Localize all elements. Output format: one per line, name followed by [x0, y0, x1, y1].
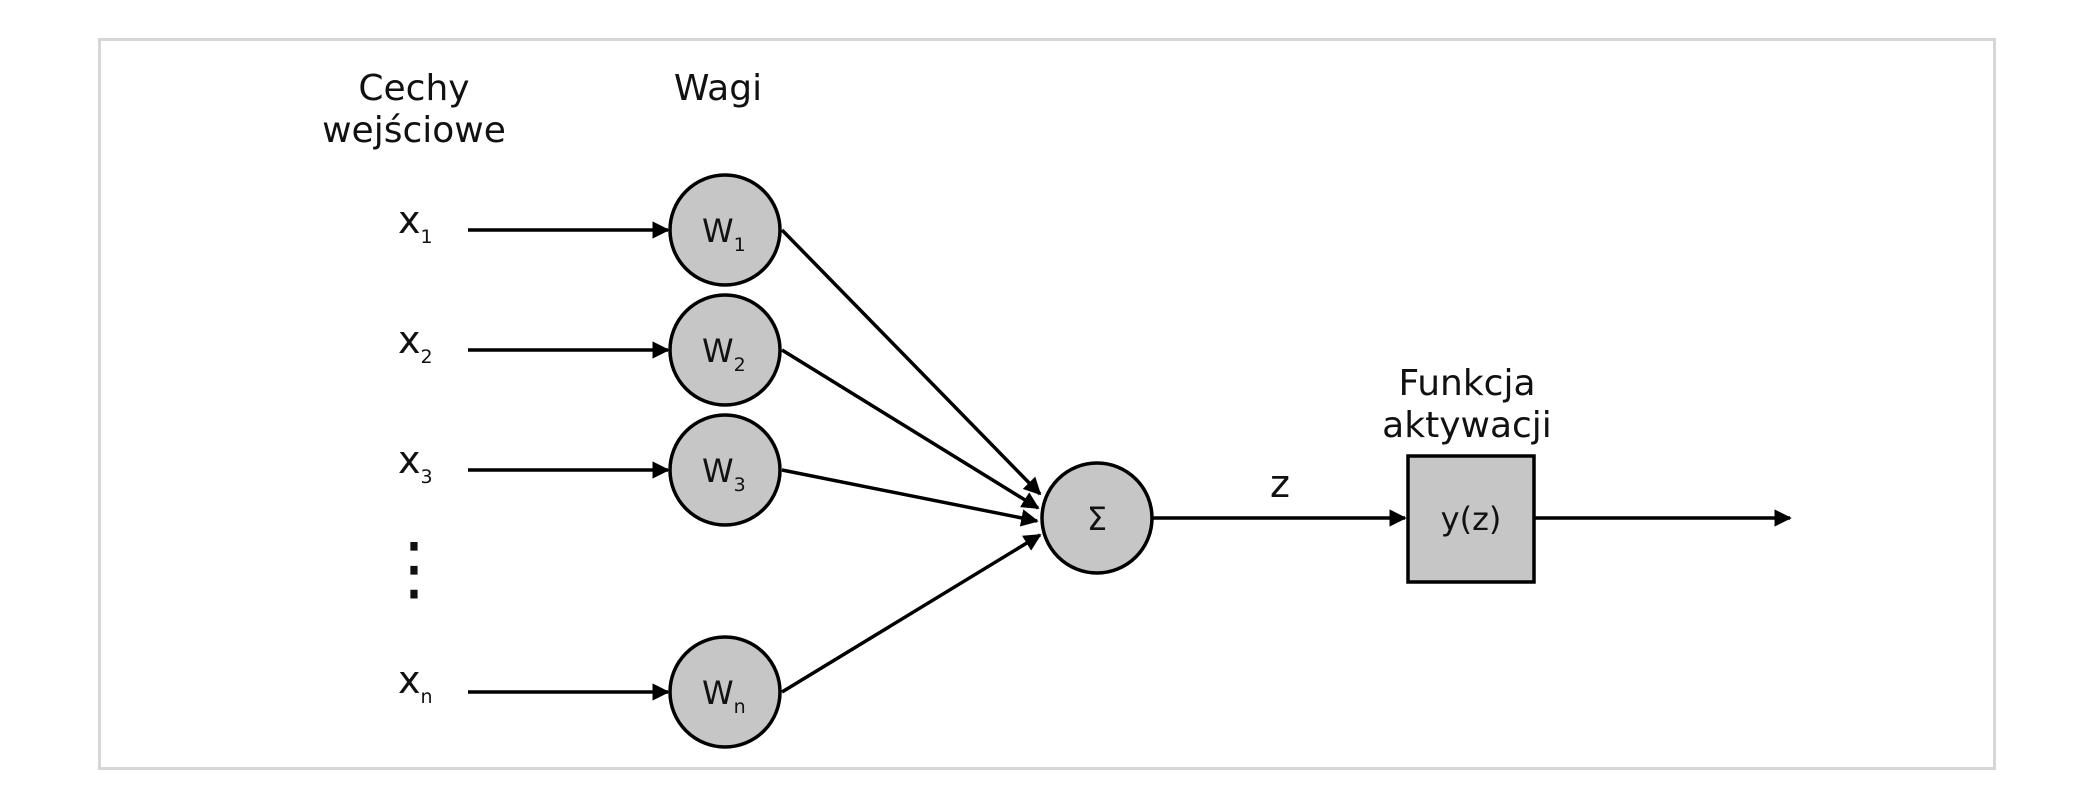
weight-node-w2: W2: [668, 293, 782, 407]
input-x1-sub: 1: [421, 226, 433, 248]
sum-symbol: Σ: [1087, 500, 1107, 538]
header-weights: Wagi: [674, 68, 762, 109]
sum-node: Σ: [1040, 461, 1154, 575]
w2-base: W: [702, 332, 734, 370]
input-ellipsis: ⋮: [379, 527, 449, 609]
wn-sub: n: [734, 696, 746, 718]
svg-text:Wn: Wn: [702, 674, 746, 718]
edge-w1-to-sum: [780, 228, 1042, 496]
activation-box: y(z): [1406, 454, 1536, 584]
edge-wn-to-sum: [781, 533, 1042, 694]
weight-node-wn: Wn: [668, 635, 782, 749]
activation-label: y(z): [1441, 500, 1502, 538]
input-x3-sub: 3: [421, 466, 433, 488]
input-xn-base: x: [398, 658, 421, 702]
svg-text:W1: W1: [702, 212, 746, 256]
input-x3: x3: [398, 438, 433, 488]
input-x2-base: x: [398, 318, 421, 362]
svg-text:W3: W3: [702, 452, 746, 496]
header-activation-line1: Funkcja: [1398, 363, 1535, 404]
weight-node-w3: W3: [668, 413, 782, 527]
w1-sub: 1: [734, 234, 746, 256]
header-features-line1: Cechy: [358, 68, 469, 109]
edge-w3-to-sum: [781, 468, 1039, 527]
input-x2-sub: 2: [421, 346, 433, 368]
header-features-line2: wejściowe: [322, 110, 506, 151]
diagram-frame: [98, 38, 1996, 770]
edge-w2-to-sum: [781, 348, 1040, 510]
input-x1-base: x: [398, 198, 421, 242]
svg-text:W2: W2: [702, 332, 746, 376]
input-x2: x2: [398, 318, 433, 368]
input-x1: x1: [398, 198, 433, 248]
w2-sub: 2: [734, 354, 746, 376]
z-label: z: [1270, 462, 1290, 506]
header-activation-line2: aktywacji: [1382, 405, 1552, 446]
input-xn: xn: [398, 658, 433, 708]
input-x3-base: x: [398, 438, 421, 482]
w1-base: W: [702, 212, 734, 250]
w3-sub: 3: [734, 474, 746, 496]
input-xn-sub: n: [421, 686, 433, 708]
weight-node-w1: W1: [668, 173, 782, 287]
wn-base: W: [702, 674, 734, 712]
w3-base: W: [702, 452, 734, 490]
